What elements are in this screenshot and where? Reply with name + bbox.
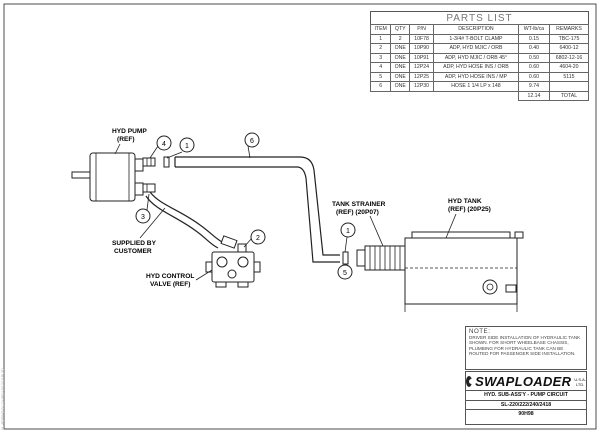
callout-2: 2: [250, 229, 266, 245]
table-row: 5 ONE 12P25 ADP, HYD HOSE INS / MP 0.60 …: [369, 71, 590, 82]
clamp-upper: [163, 156, 170, 168]
label-hyd-pump: HYD PUMP (REF): [112, 128, 149, 143]
svg-text:1: 1: [185, 143, 189, 150]
callout-1-upper: 1: [179, 137, 195, 153]
label-tank-strainer: TANK STRAINER (REF) (20P07): [332, 201, 387, 216]
label-supplied-by: SUPPLIED BY CUSTOMER: [112, 240, 158, 255]
table-row: 4 ONE 12P24 ADP, HYD HOSE INS / ORB 0.60…: [369, 62, 590, 73]
svg-text:5: 5: [343, 270, 347, 277]
svg-text:6: 6: [250, 138, 254, 145]
table-row: 3 ONE 10P91 ADP, HYD MJIC / ORB 45° 0.50…: [369, 52, 590, 63]
swaploader-logo: SWAPLOADER U.S.A. LTD.: [466, 372, 586, 391]
brand-name: SWAPLOADER: [475, 373, 572, 389]
clamp-lower: [342, 251, 349, 265]
callout-4: 4: [156, 135, 172, 151]
note-line: ROUTED FOR PASSENGER SIDE INSTALLATION.: [469, 351, 576, 357]
brand-registered: U.S.A. LTD.: [574, 377, 586, 387]
svg-text:3: 3: [141, 214, 145, 221]
note-line: DRIVER SIDE INSTALLATION OF HYDRAULIC TA…: [469, 334, 581, 340]
callout-leaders: [146, 145, 348, 266]
table-row: 2 ONE 10P90 ADP, HYD MJIC / ORB 0.40 640…: [369, 43, 590, 54]
label-hyd-control-valve: HYD CONTROL VALVE (REF): [146, 273, 196, 288]
parts-list-total-row: 12.14 TOTAL: [371, 90, 590, 101]
col-pn: P/N: [409, 24, 434, 35]
suction-hose: [175, 156, 340, 256]
table-row: 6 ONE 12P30 HOSE 1 1/4 LP x 148 9.74: [369, 81, 590, 92]
total-label: TOTAL: [548, 90, 590, 101]
callout-5: 5: [337, 264, 353, 280]
col-description: DESCRIPTION: [432, 24, 519, 35]
note-title: NOTE:: [469, 328, 491, 335]
drawing-title: HYD. SUB-ASS'Y - PUMP CIRCUIT: [466, 391, 586, 401]
pressure-hose: [149, 191, 223, 243]
parts-list-title: PARTS LIST: [370, 11, 589, 24]
total-weight: 12.14: [517, 90, 550, 101]
side-stamp: SL-PDRWG/SL22x REV 5/17/10 PLTD: [1, 368, 5, 430]
svg-text:1: 1: [346, 228, 350, 235]
swaploader-mark-icon: [466, 375, 475, 387]
parts-list-header-row: ITEM QTY P/N DESCRIPTION WT-lb/ca REMARK…: [369, 24, 590, 35]
table-row: 1 2 10F78 1-3/4# T-BOLT CLAMP 0.15 TBC-1…: [369, 33, 590, 44]
note-line: SHOWN. FOR SHORT WHEELBASE CHASSIS,: [469, 340, 569, 346]
note-box: NOTE: DRIVER SIDE INSTALLATION OF HYDRAU…: [465, 326, 587, 370]
sheet-border: [3, 3, 597, 430]
svg-text:4: 4: [162, 141, 166, 148]
title-block: SWAPLOADER U.S.A. LTD. HYD. SUB-ASS'Y - …: [465, 371, 587, 425]
label-hyd-tank: HYD TANK (REF) (20P25): [448, 198, 491, 213]
note-line: PLUMBING FOR HYDRAULIC TANK CAN BE: [469, 345, 564, 351]
hyd-tank: [404, 231, 524, 312]
parts-list-table: PARTS LIST ITEM QTY P/N DESCRIPTION WT-l…: [369, 11, 590, 101]
col-remarks: REMARKS: [548, 24, 590, 35]
callout-1-lower: 1: [340, 222, 356, 238]
hyd-control-valve: [205, 243, 261, 288]
col-weight: WT-lb/ca: [517, 24, 550, 35]
drawing-number: 90H98: [518, 411, 534, 418]
col-item: ITEM: [369, 24, 392, 35]
callout-3: 3: [135, 208, 151, 224]
hyd-pump: [71, 152, 156, 202]
callout-6: 6: [244, 132, 260, 148]
tank-strainer: [356, 245, 406, 271]
drawing-models: SL-220/222/240/2418: [466, 401, 586, 411]
svg-text:2: 2: [256, 235, 260, 242]
col-qty: QTY: [390, 24, 411, 35]
